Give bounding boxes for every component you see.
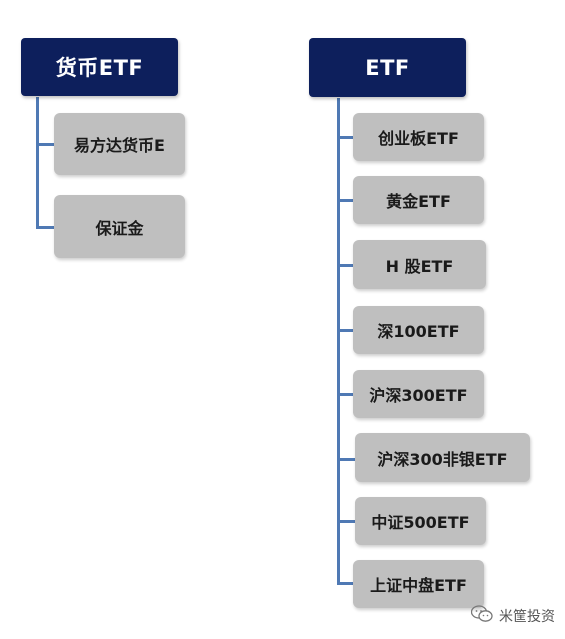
right-branch-line-1 [337, 136, 355, 139]
child-box-shen100-etf: 深100ETF [353, 306, 484, 354]
child-box-hs300-nonbank-etf: 沪深300非银ETF [355, 433, 530, 482]
child-box-csi500-etf: 中证500ETF [355, 497, 486, 545]
child-box-chinext-etf: 创业板ETF [353, 113, 484, 161]
left-trunk-line [36, 97, 39, 229]
wechat-icon [470, 605, 499, 627]
right-branch-line-8 [337, 582, 355, 585]
money-etf-header: 货币ETF [21, 38, 178, 96]
etf-header: ETF [309, 38, 466, 97]
watermark-text: 米筐投资 [499, 609, 555, 625]
child-box-gold-etf: 黄金ETF [353, 176, 484, 224]
child-box-hs300-etf: 沪深300ETF [353, 370, 484, 418]
child-box-margin: 保证金 [54, 195, 185, 258]
right-branch-line-6 [337, 458, 355, 461]
right-trunk-line [337, 98, 340, 584]
child-box-sse-midcap-etf: 上证中盘ETF [353, 560, 484, 608]
right-branch-line-7 [337, 520, 355, 523]
left-branch-line-1 [36, 143, 56, 146]
right-branch-line-3 [337, 264, 355, 267]
left-branch-line-2 [36, 226, 56, 229]
right-branch-line-5 [337, 393, 355, 396]
child-box-efund-money: 易方达货币E [54, 113, 185, 175]
child-box-h-share-etf: H 股ETF [353, 240, 486, 289]
watermark: 米筐投资 [470, 605, 555, 627]
right-branch-line-2 [337, 199, 355, 202]
right-branch-line-4 [337, 329, 355, 332]
